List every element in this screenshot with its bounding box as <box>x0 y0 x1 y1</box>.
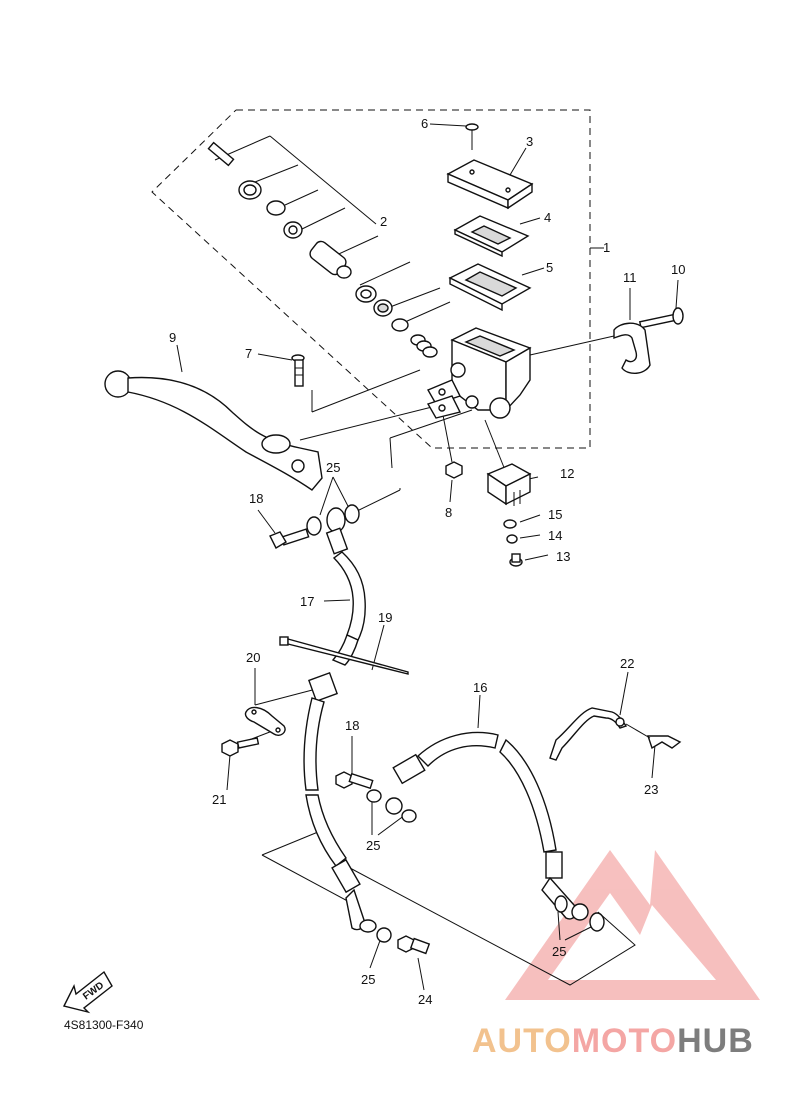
label-part-3: 3 <box>526 134 533 149</box>
label-part-18-lower: 18 <box>345 718 359 733</box>
label-part-25-upper: 25 <box>326 460 340 475</box>
label-part-19: 19 <box>378 610 392 625</box>
clip-23 <box>625 723 682 750</box>
label-part-4: 4 <box>544 210 551 225</box>
diaphragm-5 <box>448 263 532 312</box>
union-bolt-18b <box>335 771 374 790</box>
brake-hose-lower <box>303 672 377 933</box>
label-part-23: 23 <box>644 782 658 797</box>
label-part-7: 7 <box>245 346 252 361</box>
watermark-part-hub: HUB <box>677 1022 754 1060</box>
screw-13 <box>509 553 523 567</box>
clamp-bolt-10 <box>638 307 684 329</box>
washer-25a <box>306 516 322 536</box>
label-part-9: 9 <box>169 330 176 345</box>
watermark-part-auto: AUTO <box>472 1022 572 1060</box>
washer-lower-left <box>376 927 392 943</box>
cap-plate-4 <box>453 215 530 258</box>
watermark-part-moto: MOTO <box>571 1022 678 1060</box>
reference-code: 4S81300-F340 <box>64 1018 144 1032</box>
label-part-22: 22 <box>620 656 634 671</box>
label-part-11: 11 <box>623 270 637 285</box>
brake-lever-9 <box>104 370 323 491</box>
label-part-8: 8 <box>445 505 452 520</box>
cable-tie-19 <box>279 636 409 675</box>
holder-11 <box>613 322 651 374</box>
master-cylinder-body-1 <box>426 327 532 419</box>
label-part-25-lower-right: 25 <box>552 944 566 959</box>
label-part-25-lower-left: 25 <box>361 972 375 987</box>
piston-kit-2 <box>207 141 438 358</box>
bracket-22 <box>549 707 628 761</box>
watermark-text: AUTOMOTOHUB <box>472 1022 754 1061</box>
washer-25b <box>344 504 360 524</box>
reservoir-cap-3 <box>446 159 534 210</box>
label-part-18-upper: 18 <box>249 491 263 506</box>
guide-20 <box>244 706 286 736</box>
label-part-24: 24 <box>418 992 432 1007</box>
label-part-13: 13 <box>556 549 570 564</box>
washer-15 <box>503 519 517 529</box>
brake-hose-16 <box>385 731 589 921</box>
watermark-logo <box>505 850 760 1000</box>
leader-lines <box>176 123 679 991</box>
part-labels: 1 2 3 4 5 6 7 8 9 10 11 12 13 14 15 16 1… <box>169 116 685 1007</box>
nut-8 <box>445 461 463 479</box>
label-part-5: 5 <box>546 260 553 275</box>
washer-14 <box>506 534 518 544</box>
bolt-21 <box>221 737 260 757</box>
washer-25d <box>401 809 417 823</box>
label-part-1: 1 <box>603 240 610 255</box>
washer-25c <box>366 789 382 803</box>
brake-hose-17 <box>325 507 366 666</box>
pivot-bolt-7 <box>291 354 305 387</box>
label-part-16: 16 <box>473 680 487 695</box>
assembly-1-outline <box>151 109 591 449</box>
brake-switch-12 <box>486 463 532 506</box>
label-part-17: 17 <box>300 594 314 609</box>
washer-lower-right-a <box>554 895 568 913</box>
label-part-25-middle: 25 <box>366 838 380 853</box>
label-part-2: 2 <box>380 214 387 229</box>
screw-6 <box>465 123 479 150</box>
label-part-20: 20 <box>246 650 260 665</box>
label-part-14: 14 <box>548 528 562 543</box>
washer-lower-right-b <box>589 912 605 932</box>
label-part-12: 12 <box>560 466 574 481</box>
label-part-10: 10 <box>671 262 685 277</box>
fwd-arrow-icon: FWD <box>62 970 113 1014</box>
union-bolt-24 <box>397 935 431 955</box>
label-part-6: 6 <box>421 116 428 131</box>
label-part-15: 15 <box>548 507 562 522</box>
union-bolt-18a <box>269 528 310 549</box>
label-part-21: 21 <box>212 792 226 807</box>
